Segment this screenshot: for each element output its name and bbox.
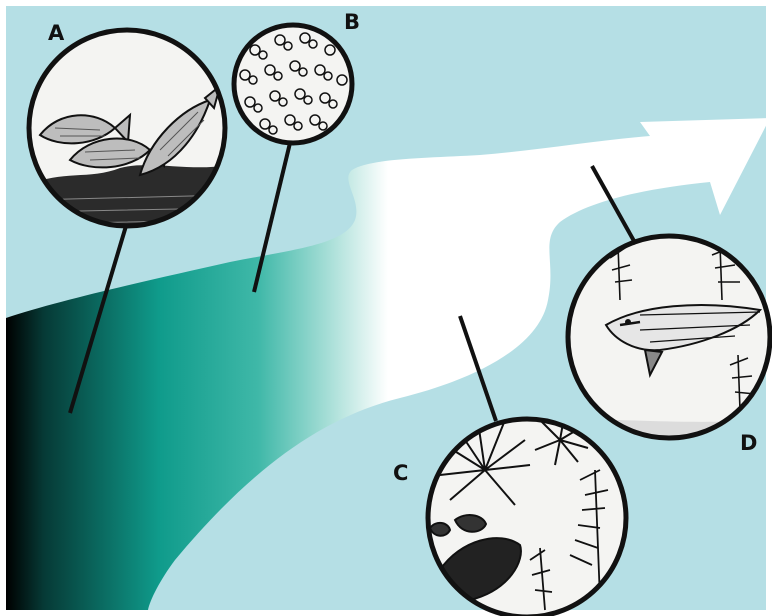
label-a: A [48, 21, 65, 45]
label-c: C [393, 461, 408, 485]
label-d: D [740, 431, 757, 455]
label-b: B [344, 10, 360, 34]
inset-b [234, 25, 352, 143]
